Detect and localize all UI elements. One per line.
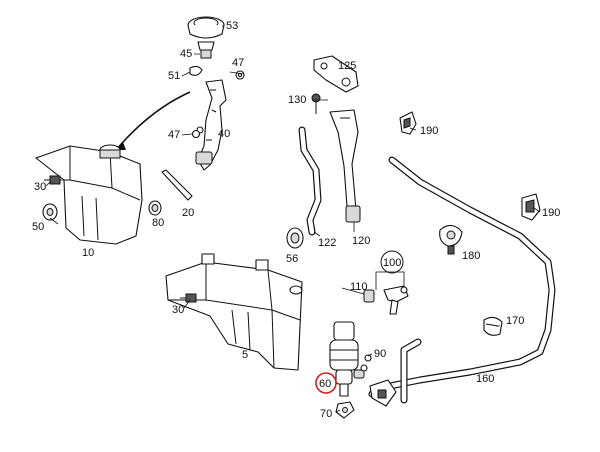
filler-cap-53 — [187, 16, 225, 39]
connector — [369, 379, 397, 407]
label-10[interactable]: 10 — [82, 247, 94, 259]
bracket-120 — [329, 109, 361, 223]
label-100-circle — [380, 250, 404, 274]
label-47-mid[interactable]: 47 — [168, 129, 180, 141]
label-40[interactable]: 40 — [218, 128, 230, 140]
label-180[interactable]: 180 — [462, 250, 480, 262]
hose-160 — [368, 156, 556, 404]
label-110[interactable]: 110 — [350, 281, 368, 293]
leaders — [45, 25, 541, 413]
washer-pump-60 — [329, 321, 365, 397]
label-160[interactable]: 160 — [476, 373, 494, 385]
label-170[interactable]: 170 — [506, 315, 524, 327]
grommet-90 — [360, 354, 372, 372]
clip-47-mid — [191, 129, 201, 139]
label-60[interactable]: 60 — [319, 378, 331, 390]
bolt-30-left — [44, 175, 61, 185]
label-53[interactable]: 53 — [226, 20, 238, 32]
label-45[interactable]: 45 — [180, 48, 192, 60]
bolt-30-lower — [180, 293, 197, 303]
label-190-top[interactable]: 190 — [420, 125, 438, 137]
grommet-56 — [286, 227, 304, 249]
label-122[interactable]: 122 — [318, 237, 336, 249]
pipe-122 — [298, 126, 322, 236]
bolt-130 — [311, 93, 321, 114]
label-130[interactable]: 130 — [288, 94, 306, 106]
label-51[interactable]: 51 — [168, 70, 180, 82]
label-90[interactable]: 90 — [374, 348, 386, 360]
label-30-lower[interactable]: 30 — [172, 304, 184, 316]
label-5[interactable]: 5 — [242, 349, 248, 361]
bracket-40 — [195, 79, 227, 171]
label-30-left[interactable]: 30 — [34, 181, 46, 193]
label-190-right[interactable]: 190 — [542, 207, 560, 219]
grommet-45 — [197, 41, 215, 59]
label-120[interactable]: 120 — [352, 235, 370, 247]
rod-20 — [161, 169, 193, 201]
label-50[interactable]: 50 — [32, 221, 44, 233]
label-100[interactable]: 100 — [383, 257, 401, 269]
seal-125 — [313, 55, 359, 93]
clip-47-top — [235, 70, 245, 80]
leader-cap-to-tank — [115, 91, 191, 151]
label-20[interactable]: 20 — [182, 207, 194, 219]
washer-50 — [42, 203, 58, 221]
grommet-110 — [363, 289, 375, 303]
valve-100 — [383, 285, 409, 315]
reservoir-5 — [165, 253, 303, 371]
clip-180 — [439, 224, 463, 255]
label-56[interactable]: 56 — [286, 253, 298, 265]
highlight-ring-60 — [315, 372, 337, 394]
clip-51 — [189, 65, 203, 76]
label-80[interactable]: 80 — [152, 217, 164, 229]
label-70[interactable]: 70 — [320, 408, 332, 420]
clip-190-top — [399, 111, 417, 135]
washer-tank-10 — [35, 144, 143, 245]
nut-70 — [335, 401, 355, 419]
label-125[interactable]: 125 — [338, 60, 356, 72]
grommet-80 — [148, 200, 162, 216]
label-47-top[interactable]: 47 — [232, 57, 244, 69]
clip-190-right — [521, 193, 541, 221]
